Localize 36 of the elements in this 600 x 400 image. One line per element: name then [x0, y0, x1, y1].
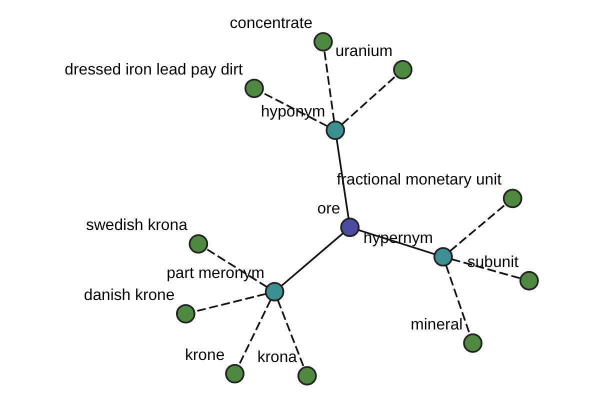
- connector: [262, 92, 328, 127]
- node-circle: [264, 282, 284, 302]
- node-circle: [340, 218, 360, 238]
- node-circle: [393, 60, 412, 80]
- connector: [281, 232, 344, 286]
- node-circle: [176, 304, 196, 324]
- node-circle: [463, 333, 482, 353]
- connector: [445, 265, 471, 335]
- connector: [341, 75, 396, 125]
- node-label: krone: [184, 346, 225, 364]
- node-label: krona: [257, 349, 298, 366]
- node-circle: [433, 247, 453, 267]
- node-label: hyponym: [260, 104, 326, 121]
- connector: [452, 258, 521, 280]
- node-label: concentrate: [230, 15, 313, 32]
- node-label: danish krone: [84, 287, 175, 304]
- node-circle: [188, 234, 208, 254]
- connector: [324, 50, 336, 122]
- node-circle: [297, 366, 317, 386]
- node-label: dressed iron lead pay dirt: [64, 62, 243, 79]
- node-circle: [502, 188, 522, 208]
- node-circle: [326, 120, 346, 140]
- node-circle: [313, 32, 333, 52]
- node-label: uranium: [335, 42, 393, 60]
- connector: [194, 293, 266, 312]
- connector: [450, 204, 506, 252]
- node-label: swedish krona: [86, 217, 188, 234]
- node-circle: [519, 271, 539, 290]
- node-label: ore: [317, 200, 340, 218]
- connector: [238, 300, 272, 366]
- node-circle: [244, 78, 264, 98]
- node-circle: [225, 364, 244, 384]
- connector: [277, 300, 305, 368]
- node-label: subunit: [467, 254, 519, 271]
- connector: [336, 139, 350, 219]
- node-label: mineral: [410, 316, 463, 334]
